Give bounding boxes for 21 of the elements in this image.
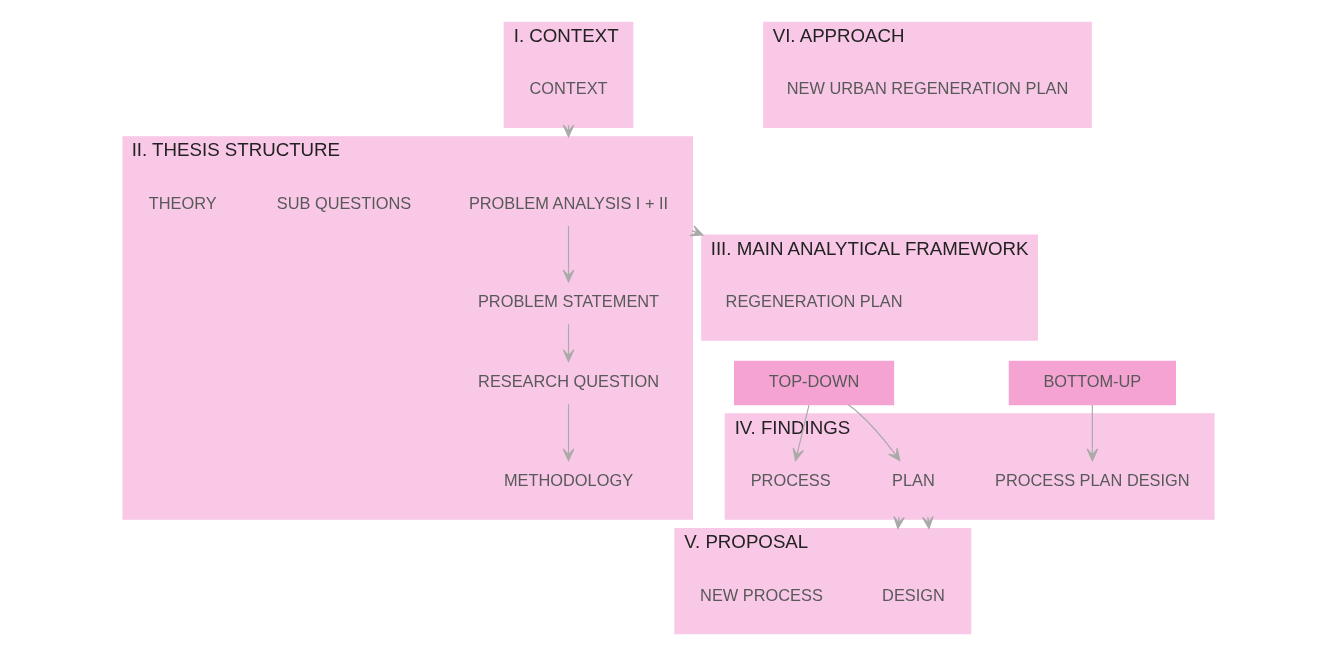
node-box: TOP-DOWN bbox=[733, 360, 894, 406]
node-text: THEORY bbox=[148, 193, 217, 212]
node-text: PROBLEM ANALYSIS I + II bbox=[468, 193, 668, 212]
arrow bbox=[562, 225, 574, 283]
arrow bbox=[1086, 404, 1098, 462]
node-text: CONTEXT bbox=[528, 79, 608, 98]
node-text: PROCESS PLAN DESIGN bbox=[994, 471, 1190, 490]
arrow bbox=[562, 323, 574, 363]
node-text: REGENERATION PLAN bbox=[725, 292, 903, 311]
node-text: PLAN bbox=[891, 471, 935, 490]
node-text: NEW URBAN REGENERATION PLAN bbox=[786, 79, 1068, 98]
node-text: PROBLEM STATEMENT bbox=[477, 292, 659, 311]
node-text: NEW PROCESS bbox=[699, 585, 823, 604]
node-text: DESIGN bbox=[881, 585, 945, 604]
node-text: PROCESS bbox=[750, 471, 831, 490]
node-box: BOTTOM-UP bbox=[1008, 360, 1176, 406]
node-text: METHODOLOGY bbox=[503, 471, 633, 490]
node-text: SUB QUESTIONS bbox=[276, 193, 411, 212]
arrow bbox=[562, 403, 574, 462]
arrow bbox=[792, 404, 810, 462]
node-text: RESEARCH QUESTION bbox=[477, 372, 659, 391]
